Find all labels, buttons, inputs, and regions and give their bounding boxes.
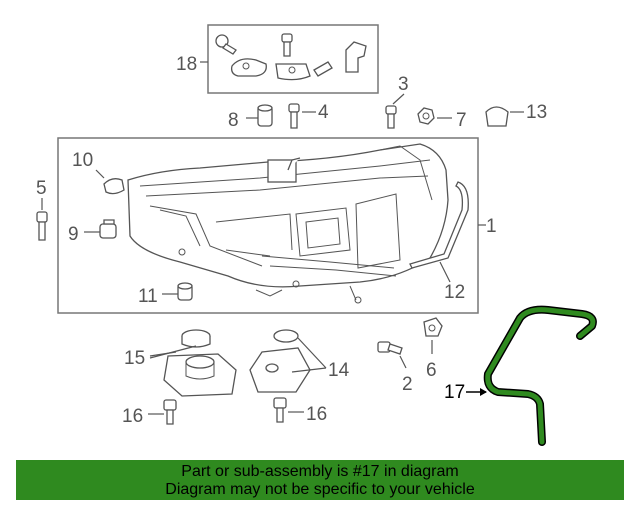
callout-16-right: 16 [306,404,327,425]
callout-2: 2 [402,374,413,395]
bolt-2 [377,341,407,369]
callout-17: 17 [444,382,465,403]
callout-1: 1 [486,216,497,237]
cap-11 [162,282,193,301]
ring-10 [95,169,125,195]
kit-bolt [215,34,237,55]
callout-9: 9 [68,224,79,245]
bolt-5 [36,198,48,241]
callout-13: 13 [526,102,547,123]
callout-18: 18 [176,54,197,75]
hose-17-fill [485,307,596,445]
banner-line-2: Diagram may not be specific to your vehi… [165,481,475,498]
hose-17-arrow [480,388,487,396]
hardware-kit-box [207,24,379,94]
top-bracket [267,159,297,183]
callout-10: 10 [72,150,93,171]
kit-screw [281,33,293,57]
grommet-8 [246,104,273,127]
callout-3: 3 [398,74,409,95]
callout-15: 15 [124,348,145,369]
headlamp-group [57,137,486,314]
screw-4 [288,103,316,129]
hardware-kit-group [200,24,379,94]
screw-3 [385,93,405,129]
callout-7: 7 [456,110,467,131]
callout-5: 5 [36,178,47,199]
bolt-16-left [148,399,177,425]
cover-14 [249,329,327,393]
callout-14: 14 [328,360,350,381]
banner-line-1: Part or sub-assembly is #17 in diagram [181,463,459,480]
adjuster-9 [84,219,117,239]
callout-6: 6 [426,360,437,381]
nut-7 [417,107,452,125]
info-banner: Part or sub-assembly is #17 in diagram D… [16,460,624,500]
parts-diagram: 1 2 3 4 5 6 7 8 9 10 11 12 13 14 15 16 1… [36,24,597,446]
callout-12: 12 [444,282,465,303]
seal-12 [409,181,469,269]
callout-8: 8 [228,110,239,131]
cover-15 [149,329,237,397]
bolt-16-right [273,397,304,423]
callout-4: 4 [318,102,329,123]
kit-clip [345,41,367,73]
cap-13 [485,106,524,127]
callout-11: 11 [138,286,158,307]
grommet-6 [423,317,443,354]
callout-16-left: 16 [122,406,143,427]
hose-17[interactable] [466,305,597,446]
kit-screw-small [313,61,333,77]
kit-bracket-mid [275,63,311,81]
